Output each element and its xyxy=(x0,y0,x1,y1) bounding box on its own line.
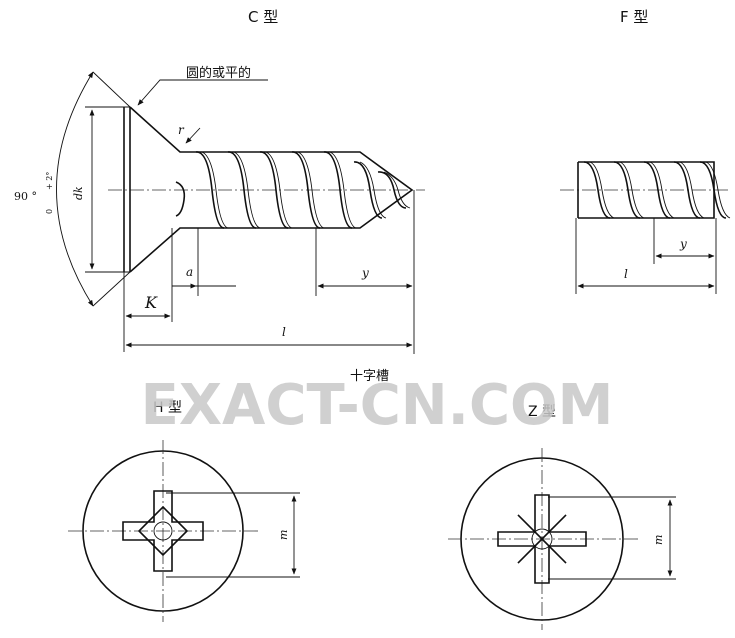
z-cross-center xyxy=(531,528,553,550)
f-thread-crest xyxy=(643,161,671,219)
z-cross-rib xyxy=(541,538,567,564)
f-thread-root xyxy=(589,161,615,219)
f-l-label: l xyxy=(624,267,628,281)
z-m-label: m xyxy=(652,535,665,545)
angle-tol-plus: + 2° xyxy=(45,172,54,190)
c-thread-root xyxy=(201,151,229,229)
h-m-label: m xyxy=(277,530,290,540)
type-f-label: F 型 xyxy=(620,8,648,26)
head-note-leader xyxy=(137,79,268,106)
f-thread-root xyxy=(649,161,675,219)
c-thread-root xyxy=(297,151,325,229)
type-h-label: H 型 xyxy=(153,400,182,416)
c-thread-start xyxy=(175,181,186,217)
f-thread-crest xyxy=(673,161,701,219)
angle-arc xyxy=(56,71,94,307)
c-thread-crest xyxy=(195,151,225,229)
h-cross-recess xyxy=(122,490,204,572)
h-type-recess xyxy=(68,440,300,622)
z-cross-rib xyxy=(517,514,543,540)
angle-label: 90 ° xyxy=(14,190,37,203)
dk-label: dk xyxy=(72,186,85,200)
type-c-label: C 型 xyxy=(248,8,278,26)
c-thread-crest xyxy=(291,151,321,229)
c-thread-crest xyxy=(259,151,289,229)
f-thread-crest xyxy=(583,161,611,219)
c-thread-root xyxy=(265,151,293,229)
z-type-recess xyxy=(448,448,676,630)
c-shank-outline xyxy=(198,151,414,229)
z-cross-rib xyxy=(541,514,567,540)
f-threads xyxy=(583,161,731,219)
c-thread-root xyxy=(359,161,387,219)
c-head-lower-cone xyxy=(129,227,198,273)
c-thread-root xyxy=(329,151,357,229)
c-type-screw xyxy=(56,71,425,354)
c-thread-crest xyxy=(353,161,383,219)
f-y-label: y xyxy=(679,237,687,251)
z-cross-recess xyxy=(497,494,587,584)
h-cross-center xyxy=(153,521,173,541)
a-label: a xyxy=(186,265,193,279)
f-thread-root xyxy=(619,161,645,219)
c-thread-crest xyxy=(323,151,353,229)
f-thread-crest xyxy=(613,161,641,219)
f-type-screw xyxy=(560,161,731,294)
z-cross-rib xyxy=(517,538,543,564)
c-thread-crest xyxy=(377,171,407,209)
angle-ext-top xyxy=(92,71,131,108)
l-label: l xyxy=(282,325,286,339)
c-head-upper-cone xyxy=(129,106,198,153)
c-thread-root xyxy=(383,171,411,209)
recess-title: 十字槽 xyxy=(350,369,389,384)
type-z-label: Z 型 xyxy=(528,404,556,420)
f-thread-root xyxy=(705,161,731,219)
c-threads xyxy=(195,151,411,229)
h-cross-outline xyxy=(122,490,204,572)
r-label: r xyxy=(178,123,185,137)
c-thread-crest xyxy=(227,151,257,229)
head-note-label: 圆的或平的 xyxy=(186,65,251,81)
h-cross-diamond xyxy=(137,505,189,557)
c-thread-root xyxy=(233,151,261,229)
watermark: EXACT-CN.COM xyxy=(141,373,614,438)
f-thread-crest xyxy=(699,161,727,219)
f-thread-root xyxy=(679,161,705,219)
y-label: y xyxy=(361,266,369,280)
r-leader xyxy=(185,127,201,144)
k-label: K xyxy=(144,293,158,312)
angle-tol-minus: 0 xyxy=(45,209,54,214)
